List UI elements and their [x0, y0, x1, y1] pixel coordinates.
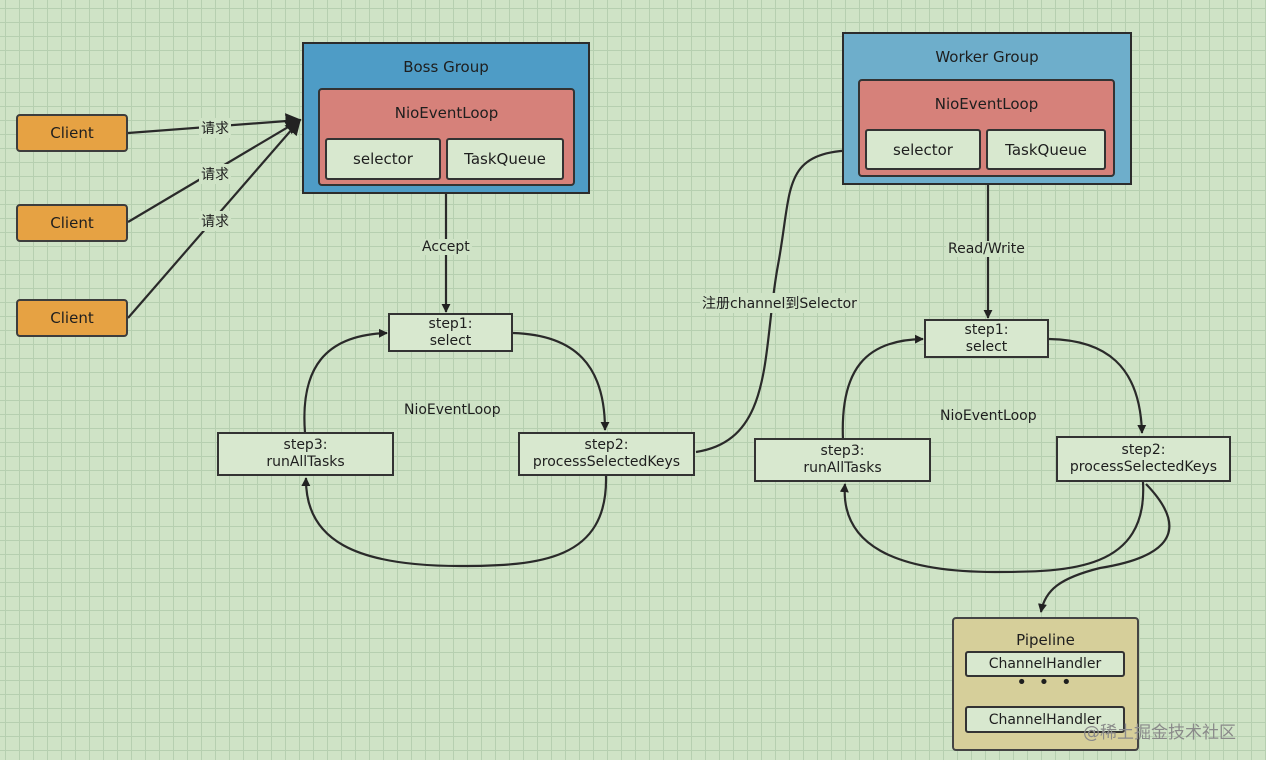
- worker-step3-run-all-tasks: step3: runAllTasks: [754, 438, 931, 482]
- worker-step1-select: step1: select: [924, 319, 1049, 358]
- worker-step1-line1: step1:: [964, 321, 1009, 338]
- boss-group-title: Boss Group: [403, 58, 489, 76]
- boss-cycle-label: NioEventLoop: [404, 402, 501, 418]
- worker-cycle-label: NioEventLoop: [940, 408, 1037, 424]
- boss-step3-line1: step3:: [283, 437, 328, 453]
- channel-handler: ChannelHandler: [965, 706, 1125, 733]
- boss-task-queue: TaskQueue: [446, 138, 564, 180]
- request-label: 请求: [199, 164, 231, 184]
- worker-step3-line2: runAllTasks: [803, 460, 882, 476]
- worker-selector: selector: [865, 129, 981, 170]
- boss-selector: selector: [325, 138, 441, 180]
- client-node: Client: [16, 204, 128, 242]
- worker-step2-line1: step2:: [1121, 442, 1166, 458]
- register-edge: [695, 145, 863, 454]
- worker-step3-to-step1: [841, 334, 924, 441]
- worker-step3-line1: step3:: [820, 443, 865, 459]
- request-label: 请求: [199, 118, 231, 138]
- read-write-label: Read/Write: [946, 241, 1027, 257]
- worker-group-title: Worker Group: [935, 48, 1039, 66]
- boss-step1-select: step1: select: [388, 313, 513, 352]
- boss-step3-line2: runAllTasks: [266, 454, 345, 470]
- pipeline-ellipsis: • • •: [1016, 672, 1075, 693]
- register-channel-label: 注册channel到Selector: [700, 293, 859, 313]
- worker-task-queue: TaskQueue: [986, 129, 1106, 170]
- boss-step2-process-selected-keys: step2: processSelectedKeys: [518, 432, 695, 476]
- pipeline-title: Pipeline: [1016, 631, 1075, 649]
- boss-step3-to-step1: [303, 328, 388, 434]
- boss-step3-run-all-tasks: step3: runAllTasks: [217, 432, 394, 476]
- worker-step2-to-step3: [839, 481, 1145, 574]
- boss-step2-to-step3: [301, 475, 608, 568]
- client-node: Client: [16, 299, 128, 337]
- boss-step2-line2: processSelectedKeys: [532, 454, 681, 470]
- accept-label: Accept: [420, 239, 472, 255]
- client-node: Client: [16, 114, 128, 152]
- watermark-text: @稀土掘金技术社区: [1083, 723, 1236, 743]
- worker-step1-line2: select: [965, 338, 1008, 355]
- boss-step1-line1: step1:: [428, 315, 473, 332]
- channel-handler: ChannelHandler: [965, 651, 1125, 677]
- worker-step1-to-step2: [1048, 337, 1147, 434]
- worker-step2-process-selected-keys: step2: processSelectedKeys: [1056, 436, 1231, 482]
- request-label: 请求: [199, 211, 231, 231]
- boss-step2-line1: step2:: [584, 437, 629, 453]
- boss-step1-to-step2: [512, 331, 610, 431]
- boss-event-loop-title: NioEventLoop: [394, 104, 499, 122]
- worker-event-loop-title: NioEventLoop: [934, 95, 1039, 113]
- pipeline-edge: [1038, 483, 1171, 613]
- boss-step1-line2: select: [429, 332, 472, 349]
- worker-step2-line2: processSelectedKeys: [1069, 459, 1218, 475]
